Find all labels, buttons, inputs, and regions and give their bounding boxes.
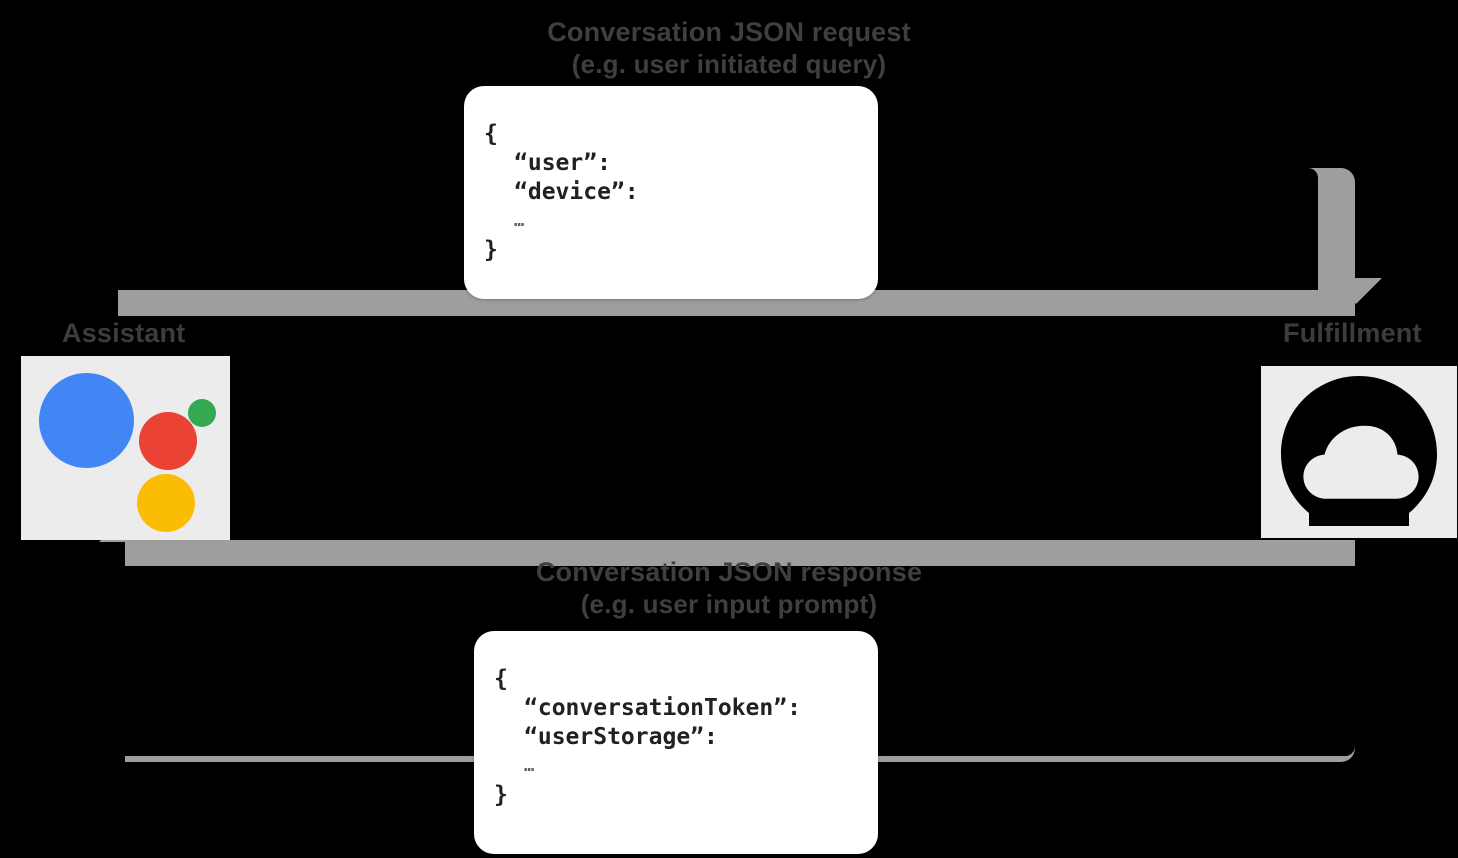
assistant-yellow-dot-icon	[137, 474, 195, 532]
request-json-card: { “user”: “device”: … }	[464, 86, 878, 299]
response-flow-subtitle: (e.g. user input prompt)	[580, 589, 878, 619]
assistant-node[interactable]	[21, 356, 230, 540]
response-json-card: { “conversationToken”: “userStorage”: … …	[474, 631, 878, 854]
response-flow-title: Conversation JSON response	[535, 557, 923, 587]
response-json-close-brace: }	[494, 782, 508, 808]
response-flow-caption: Conversation JSON response (e.g. user in…	[0, 556, 1458, 620]
fulfillment-node-label: Fulfillment	[1283, 318, 1422, 348]
request-json-close-brace: }	[484, 237, 498, 263]
request-flow-title: Conversation JSON request	[547, 17, 911, 47]
fulfillment-node[interactable]	[1261, 366, 1457, 538]
request-json-field-device: “device”:	[514, 179, 639, 205]
request-flow-arrowhead-icon	[1330, 278, 1382, 304]
assistant-red-dot-icon	[139, 412, 197, 470]
request-json-field-user: “user”:	[514, 150, 611, 176]
assistant-green-dot-icon	[188, 399, 216, 427]
response-json-open-brace: {	[494, 666, 508, 692]
request-json-ellipsis: …	[514, 211, 527, 231]
assistant-blue-dot-icon	[39, 373, 134, 468]
request-flow-subtitle: (e.g. user initiated query)	[571, 49, 887, 79]
response-json-field-conversation-token: “conversationToken”:	[524, 695, 801, 721]
response-json-ellipsis: …	[524, 756, 537, 776]
cloud-functions-icon	[1281, 376, 1437, 526]
assistant-node-label: Assistant	[62, 318, 186, 348]
request-flow-caption: Conversation JSON request (e.g. user ini…	[0, 16, 1458, 80]
request-json-open-brace: {	[484, 121, 498, 147]
response-json-field-user-storage: “userStorage”:	[524, 724, 718, 750]
